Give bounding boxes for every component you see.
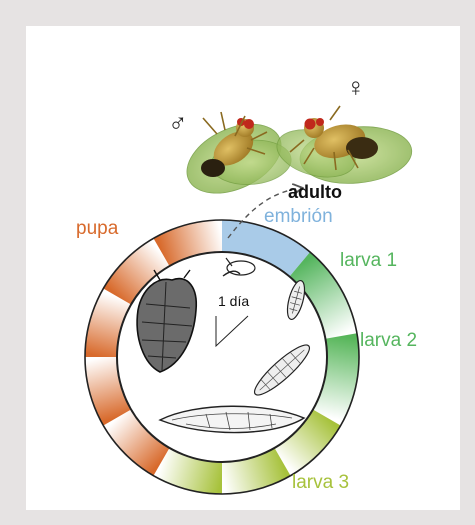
male-symbol: ♂ bbox=[168, 108, 188, 138]
label-larva-3: larva 3 bbox=[292, 472, 349, 493]
figure-panel: ♂ ♀ adulto embrión larva 1 larva 2 larva… bbox=[26, 26, 460, 510]
female-fly-icon bbox=[272, 106, 414, 188]
female-symbol: ♀ bbox=[346, 72, 366, 102]
time-scale-label: 1 día bbox=[218, 293, 249, 309]
label-pupa: pupa bbox=[76, 218, 119, 239]
life-cycle-diagram: ♂ ♀ adulto embrión larva 1 larva 2 larva… bbox=[26, 26, 460, 510]
label-embryo: embrión bbox=[264, 206, 333, 227]
male-fly-icon bbox=[176, 110, 293, 207]
figure-frame: ♂ ♀ adulto embrión larva 1 larva 2 larva… bbox=[6, 6, 469, 519]
label-larva-2: larva 2 bbox=[360, 330, 417, 351]
label-adult: adulto bbox=[288, 182, 342, 202]
label-larva-1: larva 1 bbox=[340, 250, 397, 271]
